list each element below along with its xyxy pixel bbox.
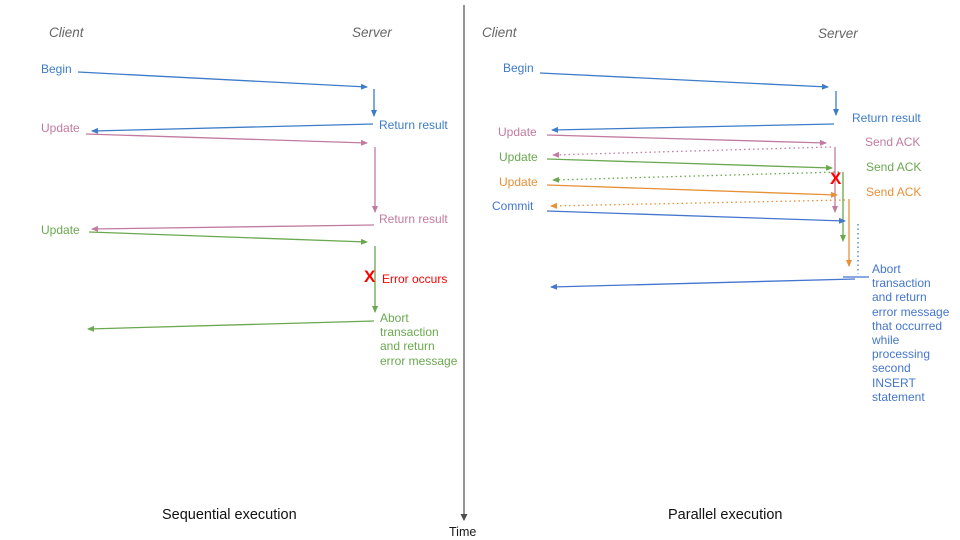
par-server-title: Server <box>818 26 858 41</box>
par-commit-request-arrow <box>546 210 846 224</box>
seq-abort-note: Abort transaction and return error messa… <box>380 311 458 368</box>
par-send-ack-3-arrow <box>550 199 846 209</box>
sequential-diagram-lines <box>77 71 378 332</box>
seq-client-title: Client <box>49 25 84 40</box>
seq-server-title: Server <box>352 25 392 40</box>
par-return-result-arrow <box>551 123 835 133</box>
par-error-x-mark: X <box>830 169 842 188</box>
seq-update-1-label: Update <box>41 121 80 135</box>
par-caption: Parallel execution <box>668 507 783 523</box>
par-send-ack-1-label: Send ACK <box>865 135 921 149</box>
par-update-2-request-arrow <box>546 158 833 171</box>
par-send-ack-2-label: Send ACK <box>866 160 922 174</box>
parallel-diagram-lines <box>539 72 869 290</box>
seq-update-2-label: Update <box>41 223 80 237</box>
par-return-result-label: Return result <box>852 111 921 125</box>
par-begin-label: Begin <box>503 61 534 75</box>
seq-return-result-1-arrow <box>91 123 374 134</box>
par-abort-return-arrow <box>550 278 856 290</box>
seq-return-result-1-label: Return result <box>379 118 448 132</box>
par-update-2-label: Update <box>499 150 538 164</box>
seq-update-1-request-arrow <box>85 133 368 146</box>
seq-update-2-request-arrow <box>88 231 368 245</box>
seq-return-result-2-label: Return result <box>379 212 448 226</box>
par-update-1-request-arrow <box>546 134 827 146</box>
seq-return-result-2-arrow <box>91 224 375 232</box>
par-update-3-label: Update <box>499 175 538 189</box>
seq-caption: Sequential execution <box>162 507 297 523</box>
seq-abort-return-arrow <box>87 320 375 332</box>
par-abort-note: Abort transaction and return error messa… <box>872 262 950 404</box>
seq-begin-request-arrow <box>77 71 368 90</box>
seq-error-x-mark: X <box>364 267 376 286</box>
par-client-title: Client <box>482 25 517 40</box>
par-update-3-request-arrow <box>546 184 838 198</box>
par-send-ack-1-arrow <box>552 146 832 158</box>
par-send-ack-3-label: Send ACK <box>866 185 922 199</box>
par-begin-request-arrow <box>539 72 829 90</box>
seq-begin-label: Begin <box>41 62 72 76</box>
par-update-1-label: Update <box>498 125 537 139</box>
par-commit-label: Commit <box>492 199 534 213</box>
seq-error-occurs-label: Error occurs <box>382 272 448 286</box>
time-axis-label: Time <box>449 525 477 539</box>
par-send-ack-2-arrow <box>552 171 840 183</box>
